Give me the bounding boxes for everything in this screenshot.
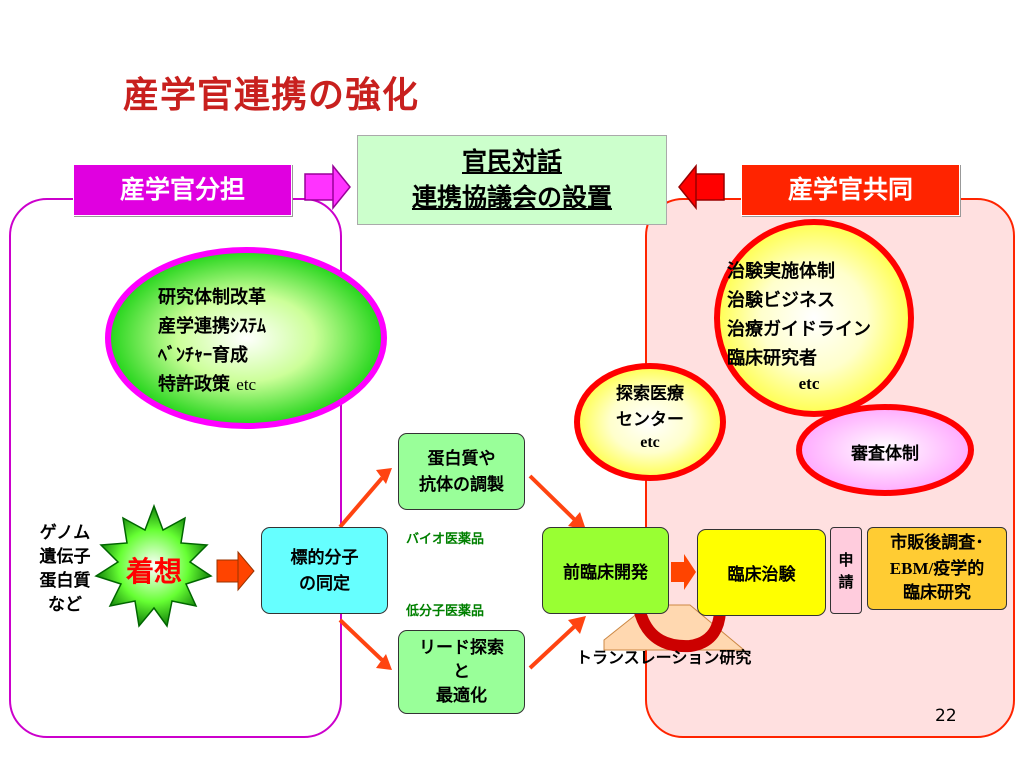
clinical-trial-box: 臨床治験 <box>697 529 826 616</box>
starburst-label: 着想 <box>125 555 182 588</box>
genome-text: ゲノム 遺伝子 蛋白質 など <box>39 523 91 615</box>
small-molecule-label: 低分子医薬品 <box>406 604 485 619</box>
translation-curved-arrow <box>634 610 726 653</box>
dialogue-box: 官民対話 連携協議会の設置 <box>357 135 667 225</box>
green-ellipse-text: 研究体制改革 産学連携ｼｽﾃﾑ ﾍﾞﾝﾁｬｰ育成 特許政策 etc <box>158 287 266 395</box>
yellow-small-text: 探索医療 センター etc <box>616 384 684 451</box>
left-label: 産学官分担 <box>73 164 292 216</box>
dialogue-line-1: 官民対話 <box>461 147 562 176</box>
bio-drug-label: バイオ医薬品 <box>406 532 485 547</box>
arrow-preclinical-to-clinical <box>671 554 696 590</box>
yellow-large-ellipse-shape <box>714 219 914 417</box>
target-identification-box: 標的分子 の同定 <box>261 527 388 614</box>
right-label: 産学官共同 <box>741 164 960 216</box>
preclinical-box: 前臨床開発 <box>542 527 669 614</box>
lead-optimization-box: リード探索 と 最適化 <box>398 630 525 714</box>
protein-preparation-box: 蛋白質や 抗体の調製 <box>398 433 525 510</box>
yellow-small-ellipse-shape <box>574 363 726 481</box>
page-number: 22 <box>935 706 957 726</box>
dialogue-line-2: 連携協議会の設置 <box>411 183 612 212</box>
green-ellipse-shape <box>105 247 387 429</box>
post-marketing-box: 市販後調査･ EBM/疫学的 臨床研究 <box>867 527 1007 610</box>
flow-arrows <box>338 468 586 670</box>
yellow-large-text: 治験実施体制 治験ビジネス 治療ガイドライン 臨床研究者 etc <box>727 261 871 393</box>
arrow-left-to-center <box>304 163 351 211</box>
starburst-shape <box>94 503 213 628</box>
pink-ellipse-text: 審査体制 <box>851 444 919 464</box>
application-box: 申 請 <box>830 527 862 614</box>
pink-ellipse-shape <box>796 404 974 496</box>
page-title: 産学官連携の強化 <box>123 75 420 116</box>
translational-research-label: トランスレーション研究 <box>576 648 752 667</box>
arrow-right-to-center <box>678 163 725 211</box>
arrow-star-to-target <box>216 550 255 592</box>
